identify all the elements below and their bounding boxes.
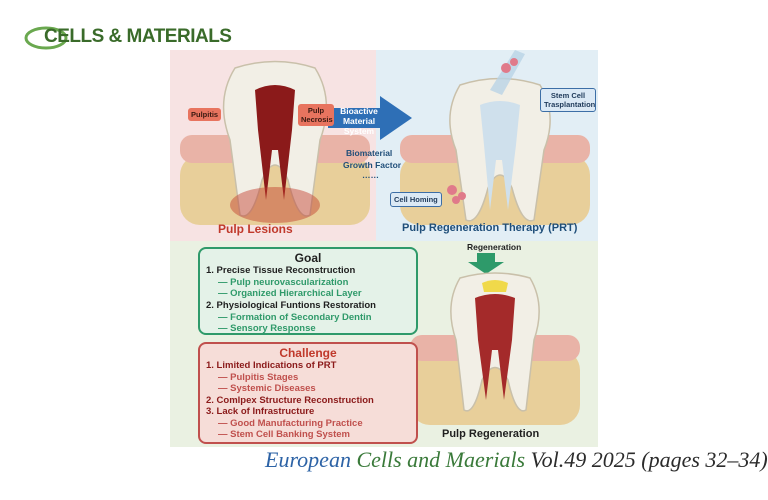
challenge-line: — Systemic Diseases — [218, 383, 316, 394]
stem-cell-tag: Stem Cell Trasplantation — [540, 88, 596, 112]
bioactive-label: Bioactive Material System — [340, 106, 378, 136]
challenge-line: — Good Manufacturing Practice — [218, 418, 363, 429]
ellipsis-label: …… — [362, 170, 379, 180]
challenge-line: — Stem Cell Banking System — [218, 429, 350, 440]
goal-line: — Sensory Response — [218, 323, 316, 334]
logo-swoosh-icon — [24, 26, 68, 50]
goal-box: Goal 1. Precise Tissue Reconstruction — … — [198, 247, 418, 335]
process-arrow-icon — [328, 96, 412, 140]
challenge-line: 3. Lack of Infrastructure — [206, 406, 315, 417]
logo-text: CELLS & MATERIALS — [44, 26, 232, 47]
goal-line: 1. Precise Tissue Reconstruction — [206, 265, 356, 276]
goal-line: — Pulp neurovascularization — [218, 277, 349, 288]
regenerated-tooth-icon — [410, 272, 580, 425]
journal-citation: European Cells and Maerials Vol.49 2025 … — [265, 447, 768, 473]
biomaterial-label: Biomaterial — [346, 148, 393, 158]
goal-line: 2. Physiological Funtions Restoration — [206, 300, 376, 311]
pulp-necrosis-tag: Pulp Necrosis — [298, 104, 334, 126]
journal-logo: CELLS & MATERIALS — [24, 22, 232, 54]
pulp-lesions-title: Pulp Lesions — [218, 222, 293, 236]
diseased-tooth-icon — [180, 60, 370, 225]
challenge-line: 1. Limited Indications of PRT — [206, 360, 337, 371]
cell-homing-tag: Cell Homing — [390, 192, 442, 207]
regenerating-tooth-icon — [400, 50, 590, 225]
prt-title: Pulp Regeneration Therapy (PRT) — [402, 222, 578, 234]
regeneration-arrow-icon — [468, 253, 504, 274]
graphical-abstract: Pulpitis Pulp Necrosis Pulp Lesions Bioa… — [170, 50, 598, 447]
journal-name-part1: European — [265, 447, 351, 472]
challenge-line: — Pulpitis Stages — [218, 372, 299, 383]
challenge-title: Challenge — [279, 346, 337, 360]
goal-line: — Organized Hierarchical Layer — [218, 288, 362, 299]
growth-factor-label: Growth Factor — [343, 160, 402, 170]
volume-info: Vol.49 2025 (pages 32–34) — [530, 447, 768, 472]
pulp-regeneration-title: Pulp Regeneration — [442, 428, 540, 440]
goal-title: Goal — [294, 251, 322, 265]
goal-line: — Formation of Secondary Dentin — [218, 312, 372, 323]
challenge-box: Challenge 1. Limited Indications of PRT … — [198, 342, 418, 444]
illustrations — [180, 50, 590, 425]
regeneration-label: Regeneration — [467, 242, 522, 252]
pulpitis-tag: Pulpitis — [188, 108, 222, 121]
challenge-line: 2. Comlpex Structure Reconstruction — [206, 395, 374, 406]
journal-name-part2: Cells and Maerials — [356, 447, 526, 472]
